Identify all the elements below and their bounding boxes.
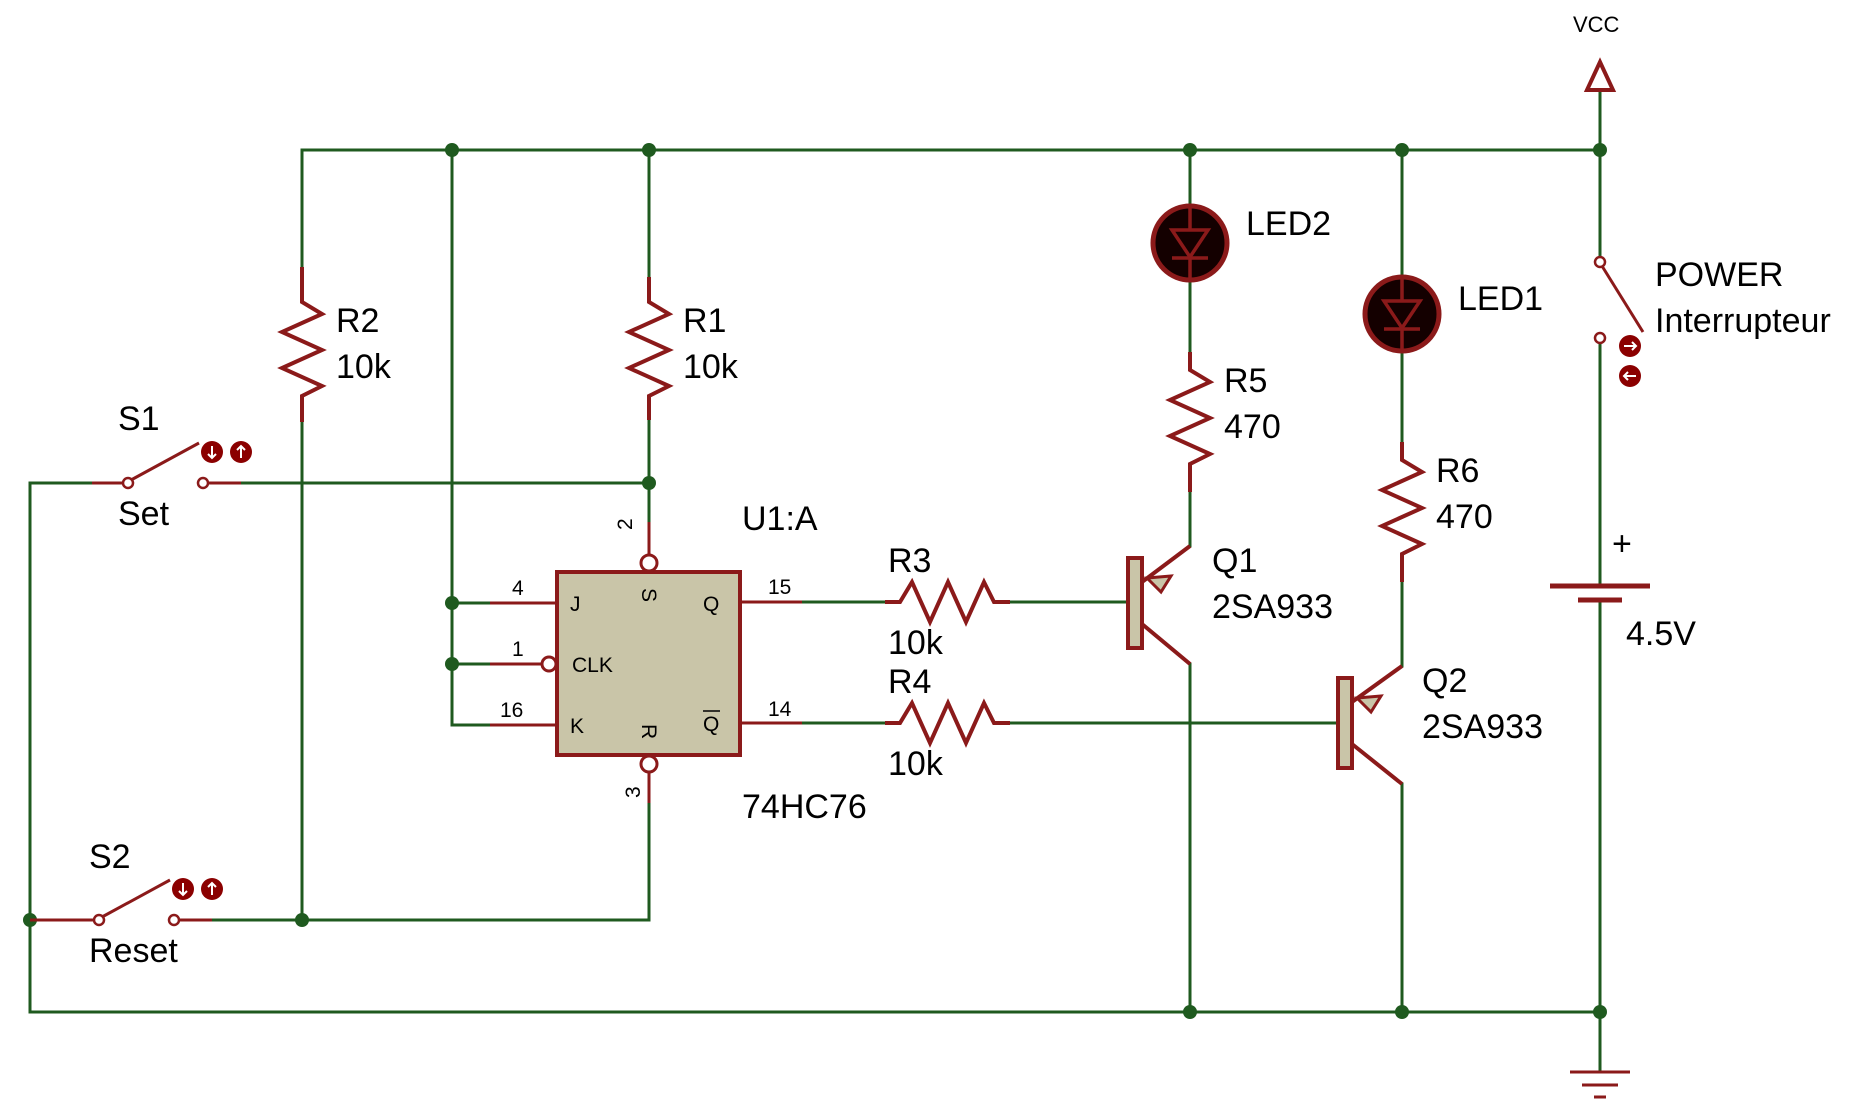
pin-q-number: 15 [768, 576, 791, 599]
r5-value: 470 [1224, 408, 1281, 446]
battery-value: 4.5V [1626, 615, 1696, 653]
switch-s1: S1 Set [92, 400, 252, 533]
pin-j-name: J [570, 593, 581, 616]
pin-k-name: K [570, 715, 584, 738]
r1-value: 10k [683, 348, 739, 386]
junction-dot [642, 143, 656, 157]
pin-r-name: R [637, 724, 660, 739]
led-1: LED1 [1362, 274, 1543, 354]
pin-clk-number: 1 [512, 638, 524, 661]
pin-q-name: Q [703, 593, 719, 616]
pin-j-number: 4 [512, 577, 524, 600]
transistor-q2: Q2 2SA933 [1336, 662, 1543, 786]
pin-s-number: 2 [614, 518, 637, 530]
resistor-r6: R6 470 [1377, 442, 1493, 582]
junction-dot [1395, 1005, 1409, 1019]
junction-dot [1183, 1005, 1197, 1019]
pin-qbar-name: Q [703, 713, 719, 736]
led1-ref: LED1 [1458, 280, 1543, 318]
u1-part: 74HC76 [742, 788, 867, 826]
r3-ref: R3 [888, 542, 931, 580]
u1-ref: U1:A [742, 500, 818, 538]
q1-ref: Q1 [1212, 542, 1257, 580]
led2-ref: LED2 [1246, 205, 1331, 243]
wires [28, 90, 1602, 1074]
r5-ref: R5 [1224, 362, 1267, 400]
switch-power: POWER Interrupteur [1593, 255, 1831, 387]
switch-s2: S2 Reset [30, 838, 223, 970]
r2-value: 10k [336, 348, 392, 386]
junctions [23, 143, 1607, 1019]
junction-dot [295, 913, 309, 927]
battery-4v5: + 4.5V [1550, 525, 1696, 653]
r4-ref: R4 [888, 663, 931, 701]
junction-dot [1183, 143, 1197, 157]
pin-k-number: 16 [500, 699, 523, 722]
junction-dot [445, 143, 459, 157]
vcc-label: VCC [1573, 12, 1620, 37]
q2-ref: Q2 [1422, 662, 1467, 700]
ic-u1a-74hc76: J CLK K Q Q S R 4 1 16 15 14 2 3 U1:A 74… [490, 500, 867, 826]
s2-ref: S2 [89, 838, 131, 876]
resistor-r1: R1 10k [624, 277, 739, 420]
q2-part: 2SA933 [1422, 708, 1543, 746]
resistor-r5: R5 470 [1165, 352, 1281, 492]
led-2: LED2 [1150, 203, 1331, 283]
r1-ref: R1 [683, 302, 726, 340]
pin-qbar-number: 14 [768, 698, 792, 721]
battery-polarity: + [1612, 525, 1632, 563]
r6-value: 470 [1436, 498, 1493, 536]
junction-dot [1593, 1005, 1607, 1019]
s2-name: Reset [89, 932, 178, 970]
vcc-terminal: VCC [1573, 12, 1620, 92]
junction-dot [445, 596, 459, 610]
r2-ref: R2 [336, 302, 379, 340]
q1-part: 2SA933 [1212, 588, 1333, 626]
pin-s-name: S [637, 588, 660, 602]
resistor-r4: R4 10k [885, 663, 1010, 783]
r6-ref: R6 [1436, 452, 1479, 490]
pin-r-number: 3 [622, 786, 645, 798]
s1-ref: S1 [118, 400, 160, 438]
r3-value: 10k [888, 624, 944, 662]
junction-dot [642, 476, 656, 490]
transistor-q1: Q1 2SA933 [1126, 542, 1333, 666]
power-name: Interrupteur [1655, 302, 1831, 340]
junction-dot [1593, 143, 1607, 157]
junction-dot [445, 657, 459, 671]
pin-clk-name: CLK [572, 654, 613, 677]
r4-value: 10k [888, 745, 944, 783]
power-ref: POWER [1655, 256, 1783, 294]
s1-name: Set [118, 495, 170, 533]
ground-symbol [1570, 1070, 1630, 1099]
resistor-r3: R3 10k [885, 542, 1010, 662]
junction-dot [1395, 143, 1409, 157]
resistor-r2: R2 10k [277, 267, 392, 422]
